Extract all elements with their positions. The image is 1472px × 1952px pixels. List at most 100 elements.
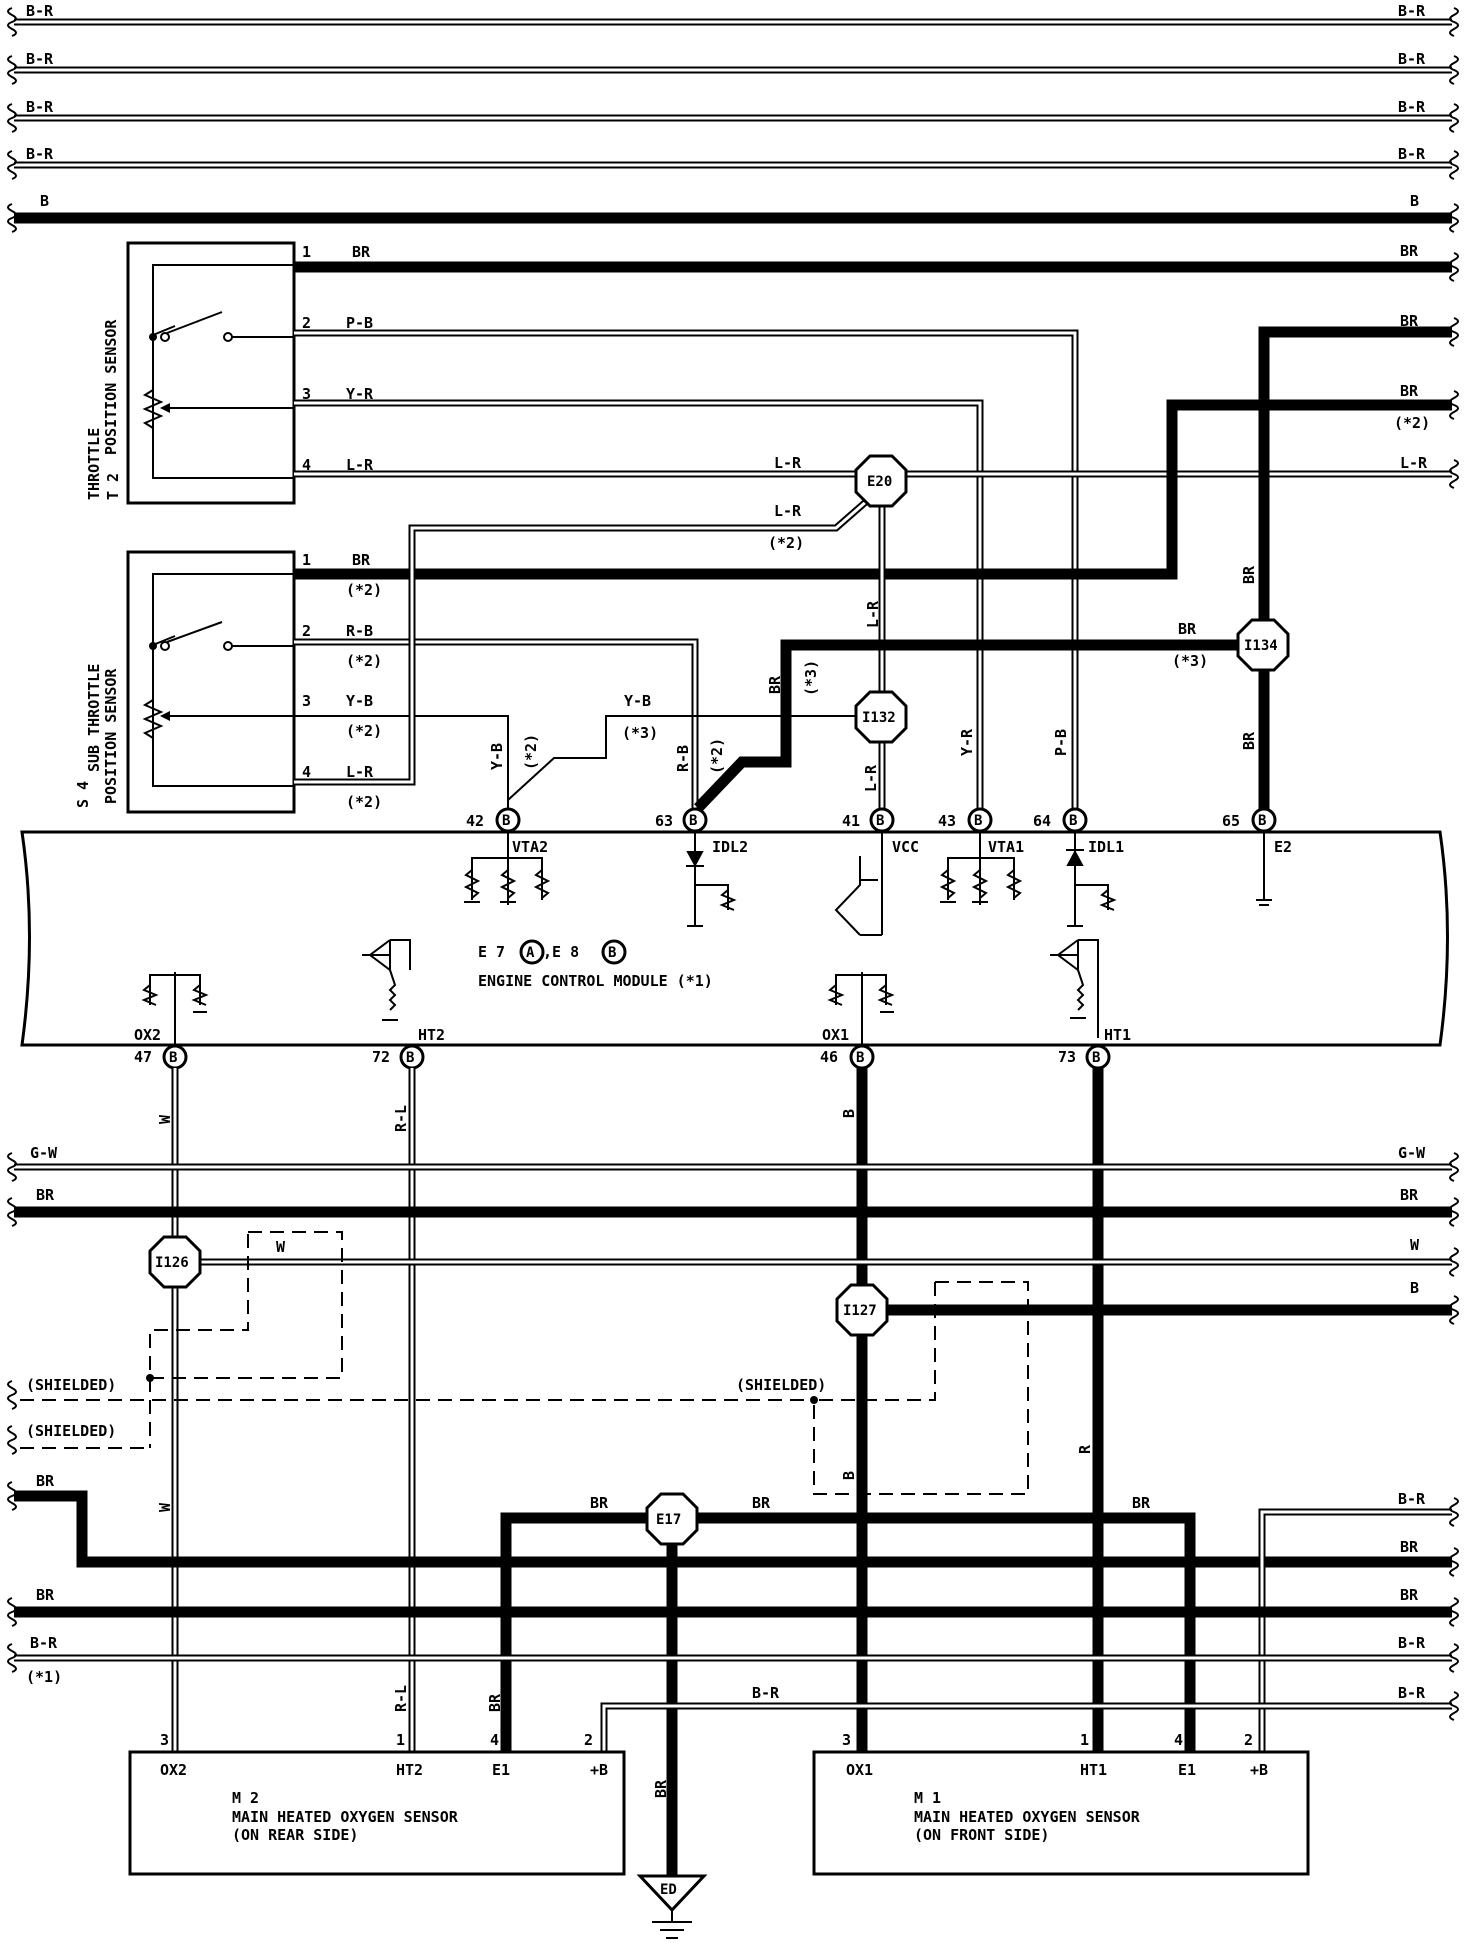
- svg-text:+B: +B: [1250, 1761, 1268, 1779]
- shielded2: (SHIELDED): [26, 1422, 116, 1440]
- junction-i134: I134: [1236, 618, 1290, 672]
- s4-pin4-note: (*2): [346, 793, 382, 811]
- t2-pin2-color: P-B: [346, 314, 373, 332]
- bus-wire-4-right-label: B-R: [1398, 145, 1426, 163]
- svg-text:E1: E1: [492, 1761, 510, 1779]
- svg-text:E20: E20: [867, 474, 892, 490]
- lr-41: L-R: [862, 764, 880, 792]
- bus-wire-2: B-R B-R: [7, 50, 1459, 85]
- star2-right: (*2): [1394, 414, 1430, 432]
- svg-text:72: 72: [372, 1048, 390, 1066]
- bus-wire-5-left-label: B: [40, 192, 49, 210]
- svg-text:E2: E2: [1274, 838, 1292, 856]
- lr-mid2: L-R: [774, 502, 802, 520]
- svg-text:B: B: [1258, 813, 1266, 829]
- svg-text:3: 3: [842, 1731, 851, 1749]
- s4-pin1-note: (*2): [346, 581, 382, 599]
- w-box: W: [276, 1238, 286, 1256]
- br-m2: BR: [486, 1693, 504, 1712]
- gw-right: G-W: [1398, 1144, 1426, 1162]
- t2-pin3-num: 3: [302, 385, 311, 403]
- br-left2: BR: [36, 1472, 55, 1490]
- star3-yb: (*3): [622, 724, 658, 742]
- rl-72: R-L: [392, 1105, 410, 1132]
- engine-control-module: [20, 830, 1449, 1047]
- svg-text:MAIN HEATED OXYGEN SENSOR: MAIN HEATED OXYGEN SENSOR: [914, 1808, 1141, 1826]
- svg-text:E17: E17: [656, 1512, 681, 1528]
- svg-text:M 1: M 1: [914, 1789, 941, 1807]
- svg-text:HT2: HT2: [418, 1026, 445, 1044]
- t2-pin1-num: 1: [302, 243, 311, 261]
- svg-text:65: 65: [1222, 812, 1240, 830]
- s4-pin2-color: R-B: [346, 622, 373, 640]
- svg-text:4: 4: [490, 1731, 499, 1749]
- svg-text:OX2: OX2: [160, 1761, 187, 1779]
- bus-wire-1-left-label: B-R: [26, 2, 54, 20]
- junction-i127: I127: [835, 1283, 889, 1337]
- bus-wire-4: B-R B-R: [7, 145, 1459, 180]
- s4-label: S 4: [74, 781, 92, 808]
- br-left6: BR: [36, 1586, 55, 1604]
- r-vert: R: [1076, 1444, 1094, 1454]
- svg-text:63: 63: [655, 812, 673, 830]
- bus-wire-4-left-label: B-R: [26, 145, 54, 163]
- lr-mid: L-R: [774, 454, 802, 472]
- ecm-terminal-72: B 72 HT2: [372, 1026, 445, 1070]
- br-e17-r: BR: [752, 1494, 771, 1512]
- svg-text:HT1: HT1: [1104, 1026, 1131, 1044]
- sub-throttle-sensor-s4: S 4 SUB THROTTLE POSITION SENSOR: [74, 550, 296, 814]
- svg-text:B: B: [169, 1050, 177, 1066]
- ground-ed: ED: [636, 1874, 708, 1939]
- svg-text:B: B: [608, 945, 616, 961]
- svg-text:VTA2: VTA2: [512, 838, 548, 856]
- svg-text:IDL1: IDL1: [1088, 838, 1124, 856]
- svg-text:I134: I134: [1244, 638, 1278, 654]
- br-left7: B-R: [30, 1634, 58, 1652]
- t2-pin3-color: Y-R: [346, 385, 374, 403]
- svg-text:I132: I132: [862, 710, 896, 726]
- junction-i126: I126: [148, 1235, 202, 1289]
- svg-text:HT1: HT1: [1080, 1761, 1107, 1779]
- bus-wire-3: B-R B-R: [7, 98, 1459, 133]
- svg-text:3: 3: [160, 1731, 169, 1749]
- br-right3: BR: [1400, 382, 1419, 400]
- svg-text:4: 4: [1174, 1731, 1183, 1749]
- br-right2: BR: [1400, 312, 1419, 330]
- svg-text:B: B: [876, 813, 884, 829]
- gw-left: G-W: [30, 1144, 58, 1162]
- svg-text:ED: ED: [660, 1882, 677, 1898]
- svg-text:E 7: E 7: [478, 943, 505, 961]
- s4-pin1-color: BR: [352, 551, 371, 569]
- br-right6: BR: [1400, 1586, 1419, 1604]
- bus-wire-3-right-label: B-R: [1398, 98, 1426, 116]
- svg-text:B: B: [974, 813, 982, 829]
- svg-text:43: 43: [938, 812, 956, 830]
- yb-mid: Y-B: [624, 692, 651, 710]
- s4-pin3-note: (*2): [346, 722, 382, 740]
- t2-pin4-num: 4: [302, 456, 311, 474]
- b-46: B: [840, 1109, 858, 1118]
- br-e17-rr: BR: [1132, 1494, 1151, 1512]
- ecm-terminal-43: B 43 VTA1: [938, 807, 1024, 856]
- ecm-terminal-42: B 42 VTA2: [466, 807, 548, 856]
- w-right: W: [1410, 1236, 1420, 1254]
- star3-i134: (*3): [1172, 652, 1208, 670]
- br-vert-63: BR: [766, 675, 784, 694]
- ecm-terminal-65: B 65 E2: [1222, 807, 1292, 856]
- svg-text:41: 41: [842, 812, 860, 830]
- br-right5: BR: [1400, 1538, 1419, 1556]
- svg-text:A: A: [526, 945, 535, 961]
- bus-wire-1: B-R B-R: [7, 2, 1459, 37]
- s4-pin4-num: 4: [302, 763, 311, 781]
- ecm-terminal-46: B 46 OX1: [820, 1026, 875, 1070]
- ecm-name: ENGINE CONTROL MODULE (*1): [478, 972, 713, 990]
- svg-text:M 2: M 2: [232, 1789, 259, 1807]
- throttle-position-sensor-t2: T 2 THROTTLE POSITION SENSOR: [85, 241, 296, 505]
- junction-e20: E20: [854, 454, 908, 508]
- svg-text:OX1: OX1: [822, 1026, 849, 1044]
- shielded1: (SHIELDED): [26, 1376, 116, 1394]
- svg-text:B: B: [856, 1050, 864, 1066]
- ecm-terminal-41: B 41 VCC: [842, 807, 919, 856]
- star2-mid: (*2): [768, 534, 804, 552]
